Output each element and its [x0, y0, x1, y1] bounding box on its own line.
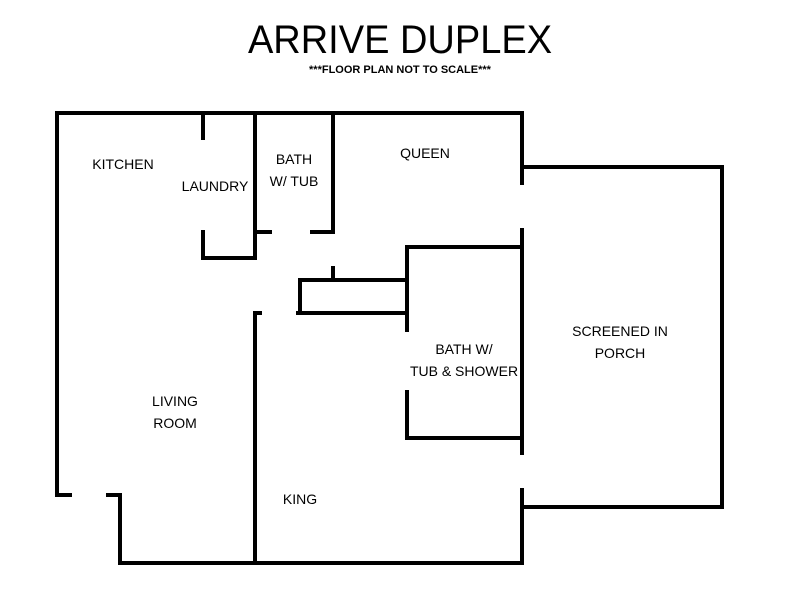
bath-shower-wall-top [405, 245, 524, 332]
bath-tub-label: BATH W/ TUB [256, 148, 332, 192]
outer-wall-east-upper [520, 165, 724, 509]
bath-shower-label-line1: BATH W/ [435, 341, 493, 357]
closet-box [298, 278, 409, 315]
kitchen-label: KITCHEN [92, 156, 154, 172]
living-room-label: LIVING ROOM [125, 390, 225, 434]
bath-shower-wall-bottom [405, 390, 524, 440]
outer-wall-east-lower [106, 488, 524, 565]
bath-shower-label: BATH W/ TUB & SHOWER [404, 338, 524, 382]
page-title: ARRIVE DUPLEX [247, 18, 553, 62]
outer-wall-west-north [55, 111, 524, 497]
laundry-label: LAUNDRY [181, 178, 249, 194]
king-label: KING [282, 491, 318, 507]
bath-tub-label-line2: W/ TUB [269, 173, 319, 189]
porch-label: SCREENED IN PORCH [560, 320, 680, 364]
living-king-divider [253, 311, 262, 565]
laundry-wall-left [201, 230, 257, 260]
bath-shower-label-line2: TUB & SHOWER [409, 363, 519, 379]
living-room-label-line2: ROOM [153, 415, 197, 431]
porch-label-line1: SCREENED IN [572, 323, 668, 339]
bath-tub-label-line1: BATH [275, 151, 313, 167]
porch-label-line2: PORCH [594, 345, 646, 361]
living-room-label-line1: LIVING [152, 393, 198, 409]
page-subtitle: ***FLOOR PLAN NOT TO SCALE*** [309, 64, 491, 76]
queen-label: QUEEN [400, 145, 450, 161]
